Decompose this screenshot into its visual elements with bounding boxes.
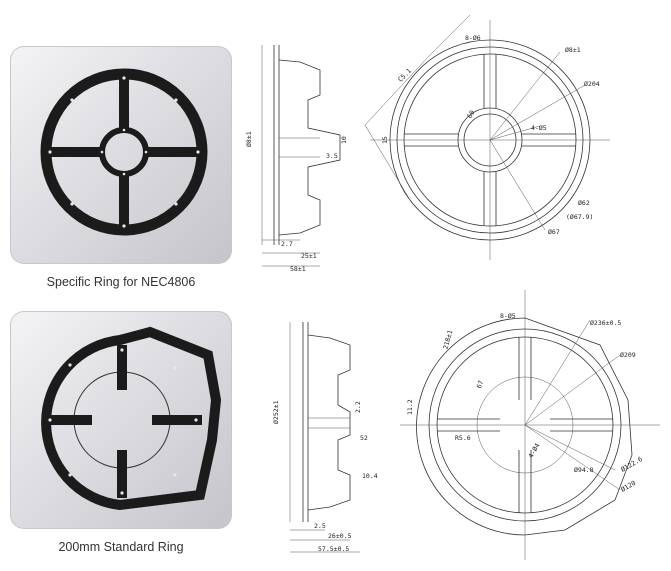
bottom-side-d4-dim: 2.5 — [314, 522, 326, 530]
bottom-side-drawing: Ø252±1 2.2 52 10.4 2.5 26±0.5 57.5±0.5 — [272, 322, 378, 553]
bottom-front-d1-dim: Ø236±0.5 — [590, 319, 621, 327]
top-front-d4-dim: Ø62 — [578, 199, 590, 207]
top-front-c-dim: C5.1 — [396, 67, 413, 84]
bottom-front-d2-dim: Ø209 — [620, 351, 636, 359]
top-side-d3-dim: 25±1 — [301, 252, 317, 260]
bottom-side-height-dim: Ø252±1 — [272, 400, 280, 424]
top-side-drawing: Ø8±1 3.5 10 2.7 25±1 58±1 — [245, 45, 348, 273]
bottom-front-d8-dim: 4-Ø4 — [527, 442, 542, 460]
top-front-d3-dim: 4-Ø5 — [531, 124, 547, 132]
bottom-front-d3-dim: 218±1 — [442, 329, 455, 350]
top-front-d6-dim: Ø67 — [548, 228, 560, 236]
top-ring-image — [40, 68, 208, 236]
top-side-d1-dim: 3.5 — [326, 152, 338, 160]
bottom-side-d3-dim: 10.4 — [362, 472, 378, 480]
bottom-side-d6-dim: 57.5±0.5 — [318, 545, 349, 553]
top-side-d2-dim: 2.7 — [281, 240, 293, 248]
top-front-d1-dim: Ø8±1 — [565, 46, 581, 54]
top-side-d5-dim: 10 — [340, 136, 348, 144]
bottom-front-d6-dim: 67 — [475, 379, 485, 389]
bottom-side-d1-dim: 2.2 — [354, 401, 362, 413]
top-ring-caption: Specific Ring for NEC4806 — [46, 275, 196, 289]
bottom-front-holes-dim: 8-Ø5 — [500, 312, 516, 320]
top-front-d2-dim: Ø204 — [584, 80, 600, 88]
top-front-drawing: 8-Ø6 C5.1 Ø8±1 Ø204 4-Ø5 Ø62 (Ø67.9) Ø67… — [364, 14, 610, 260]
bottom-ring-image — [41, 326, 222, 511]
top-front-d5-dim: (Ø67.9) — [566, 213, 593, 221]
top-side-height-dim: Ø8±1 — [245, 131, 253, 147]
bottom-front-d4-dim: 11.2 — [406, 399, 414, 415]
bottom-side-d2-dim: 52 — [360, 434, 368, 442]
bottom-side-d5-dim: 26±0.5 — [328, 532, 352, 540]
bottom-ring-caption: 200mm Standard Ring — [58, 540, 184, 554]
top-side-d4-dim: 58±1 — [290, 265, 306, 273]
bottom-front-drawing: 8-Ø5 Ø236±0.5 Ø209 218±1 11.2 R5.6 67 Ø9… — [400, 290, 660, 560]
bottom-front-d9-dim: Ø122.6 — [620, 455, 644, 474]
top-front-holes-dim: 8-Ø6 — [465, 34, 481, 42]
bottom-front-d5-dim: R5.6 — [455, 434, 471, 442]
top-front-d7-dim: 15 — [381, 136, 389, 144]
bottom-front-d7-dim: Ø94.8 — [574, 466, 594, 474]
top-front-d8-dim: 60 — [466, 109, 477, 120]
